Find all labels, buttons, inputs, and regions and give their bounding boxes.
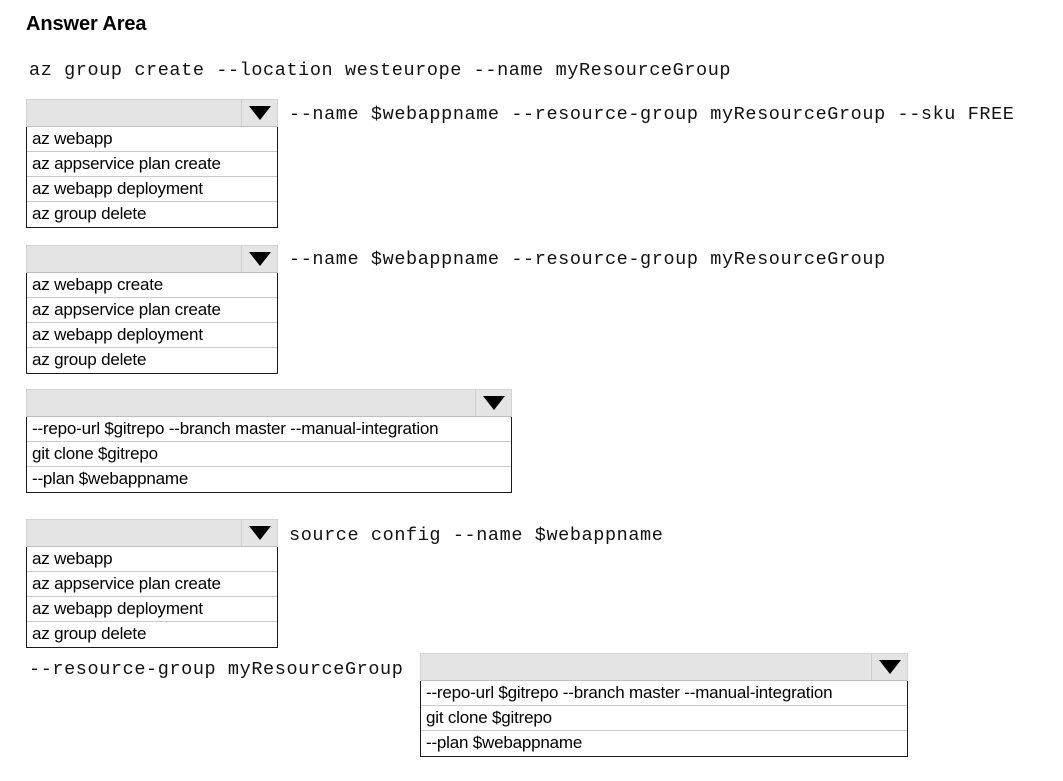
dropdown-2-option[interactable]: az webapp deployment (27, 323, 277, 348)
dropdown-2[interactable]: az webapp create az appservice plan crea… (26, 245, 278, 374)
dropdown-1-closed-box[interactable] (26, 99, 278, 127)
dropdown-3-closed-box[interactable] (26, 389, 512, 417)
dropdown-5-selected-value (421, 654, 871, 680)
dropdown-1-option[interactable]: az webapp deployment (27, 177, 277, 202)
dropdown-5-option[interactable]: git clone $gitrepo (421, 706, 907, 731)
dropdown-2-toggle-button[interactable] (241, 246, 277, 272)
dropdown-1-toggle-button[interactable] (241, 100, 277, 126)
dropdown-4-closed-box[interactable] (26, 519, 278, 547)
dropdown-4-toggle-button[interactable] (241, 520, 277, 546)
dropdown-2-option[interactable]: az webapp create (27, 273, 277, 298)
dropdown-1-option-list[interactable]: az webapp az appservice plan create az w… (26, 126, 278, 228)
dropdown-1-selected-value (27, 100, 241, 126)
dropdown-1-option[interactable]: az group delete (27, 202, 277, 227)
chevron-down-icon (248, 526, 271, 540)
dropdown-4-option[interactable]: az group delete (27, 622, 277, 647)
chevron-down-icon (248, 252, 271, 266)
dropdown-1[interactable]: az webapp az appservice plan create az w… (26, 99, 278, 228)
command-line-text: az group create --location westeurope --… (29, 60, 732, 81)
chevron-down-icon (878, 660, 901, 674)
dropdown-5-option[interactable]: --repo-url $gitrepo --branch master --ma… (421, 681, 907, 706)
chevron-down-icon (482, 396, 505, 410)
dropdown-4-option[interactable]: az webapp deployment (27, 597, 277, 622)
dropdown-1-option[interactable]: az appservice plan create (27, 152, 277, 177)
dropdown-3-option-list[interactable]: --repo-url $gitrepo --branch master --ma… (26, 416, 512, 493)
command-line-text: --resource-group myResourceGroup (29, 659, 404, 680)
dropdown-3[interactable]: --repo-url $gitrepo --branch master --ma… (26, 389, 512, 493)
page-title: Answer Area (26, 13, 147, 35)
dropdown-3-toggle-button[interactable] (475, 390, 511, 416)
dropdown-4-selected-value (27, 520, 241, 546)
chevron-down-icon (248, 106, 271, 120)
dropdown-1-option[interactable]: az webapp (27, 127, 277, 152)
command-line-text: --name $webappname --resource-group myRe… (289, 104, 1015, 125)
dropdown-3-option[interactable]: git clone $gitrepo (27, 442, 511, 467)
dropdown-4-option[interactable]: az appservice plan create (27, 572, 277, 597)
dropdown-4-option-list[interactable]: az webapp az appservice plan create az w… (26, 546, 278, 648)
command-line-text: source config --name $webappname (289, 525, 664, 546)
command-line-text: --name $webappname --resource-group myRe… (289, 249, 886, 270)
dropdown-2-option[interactable]: az appservice plan create (27, 298, 277, 323)
dropdown-5-closed-box[interactable] (420, 653, 908, 681)
dropdown-2-selected-value (27, 246, 241, 272)
dropdown-2-closed-box[interactable] (26, 245, 278, 273)
dropdown-4-option[interactable]: az webapp (27, 547, 277, 572)
dropdown-5-option[interactable]: --plan $webappname (421, 731, 907, 756)
dropdown-5-option-list[interactable]: --repo-url $gitrepo --branch master --ma… (420, 680, 908, 757)
dropdown-5-toggle-button[interactable] (871, 654, 907, 680)
dropdown-3-option[interactable]: --repo-url $gitrepo --branch master --ma… (27, 417, 511, 442)
dropdown-5[interactable]: --repo-url $gitrepo --branch master --ma… (420, 653, 908, 757)
dropdown-3-selected-value (27, 390, 475, 416)
dropdown-2-option-list[interactable]: az webapp create az appservice plan crea… (26, 272, 278, 374)
dropdown-4[interactable]: az webapp az appservice plan create az w… (26, 519, 278, 648)
dropdown-2-option[interactable]: az group delete (27, 348, 277, 373)
dropdown-3-option[interactable]: --plan $webappname (27, 467, 511, 492)
